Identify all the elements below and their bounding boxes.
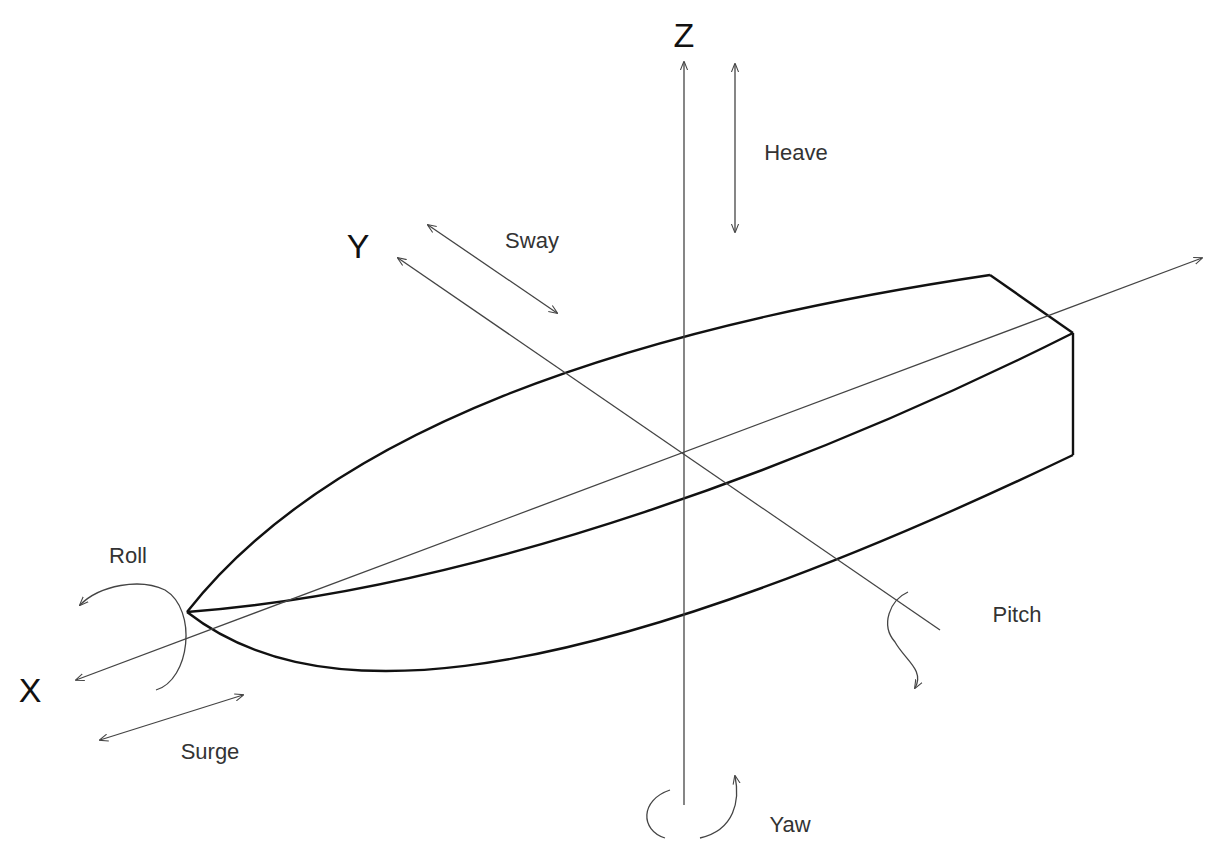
motion-label: Heave: [764, 142, 828, 164]
motion-label: Yaw: [769, 814, 810, 836]
motion-arrows: [80, 64, 918, 838]
motion-label: Sway: [505, 230, 559, 252]
axes: [76, 62, 1202, 805]
motion-label: Pitch: [993, 604, 1042, 626]
axis-label: X: [19, 673, 42, 707]
axis-label: Z: [674, 18, 695, 52]
motion-label: Surge: [181, 741, 240, 763]
motion-label: Roll: [109, 545, 147, 567]
axis-label: Y: [347, 229, 370, 263]
